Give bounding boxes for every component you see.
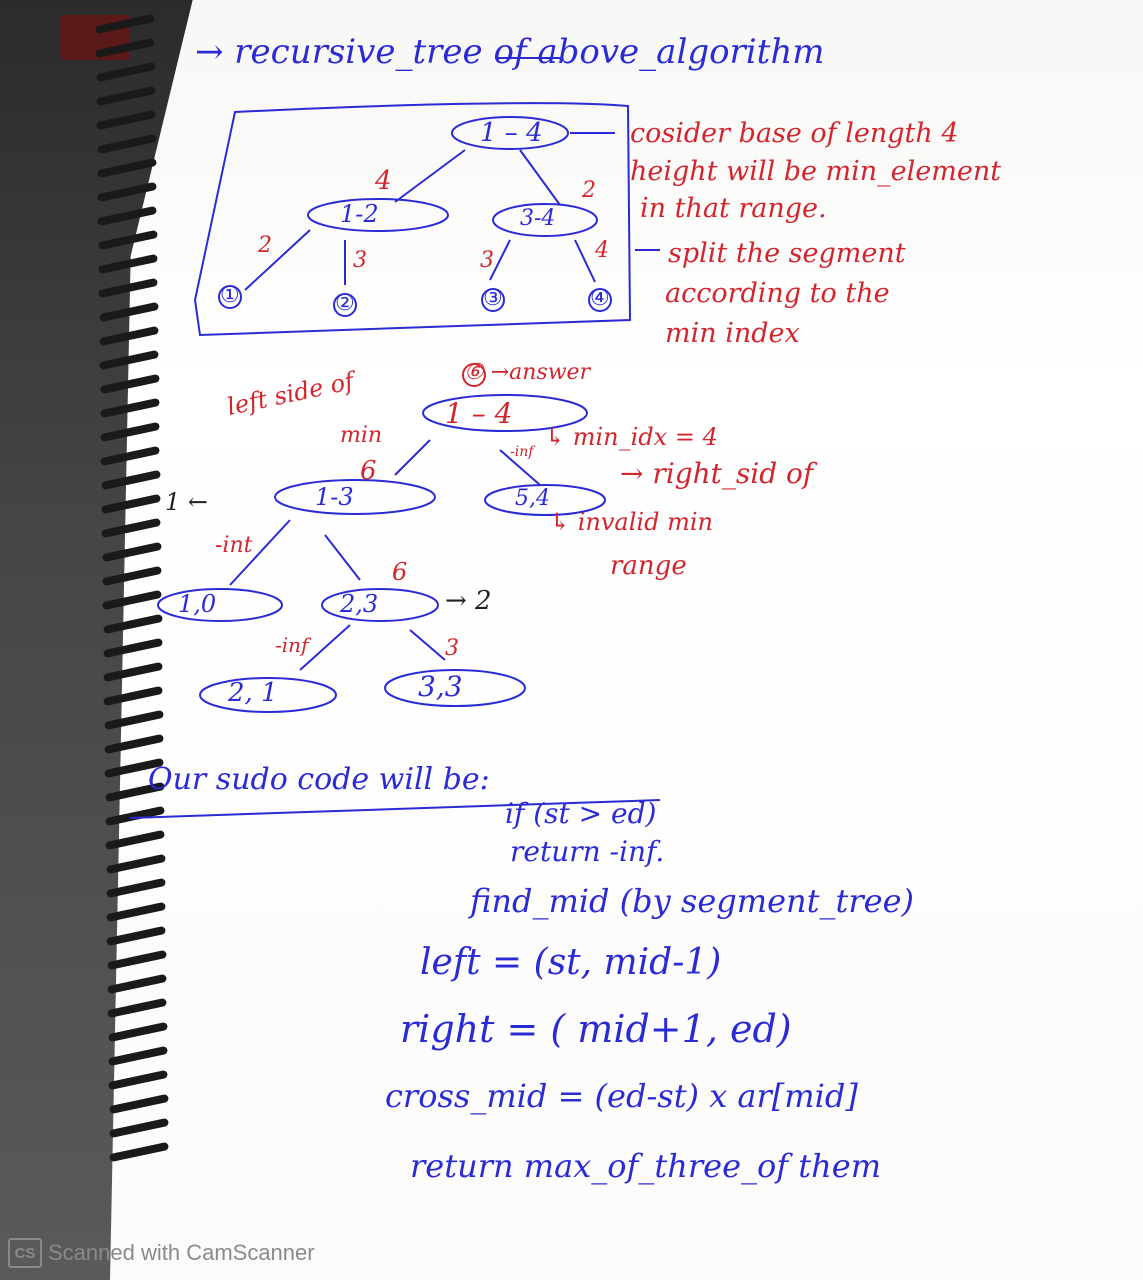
int-label: -int <box>215 533 253 558</box>
pseudo-line: find_mid (by segment_tree) <box>470 882 914 920</box>
tree1-right-oval <box>492 203 598 237</box>
tree2-left-val: 6 <box>360 456 377 486</box>
tree2-right-oval <box>484 484 606 516</box>
pseudo-line: left = (st, mid-1) <box>420 942 722 983</box>
camscanner-watermark: CS Scanned with CamScanner <box>8 1238 315 1268</box>
tree1-left: 1-2 <box>340 200 379 228</box>
tree2-edge <box>409 629 446 661</box>
tree2-node-33-oval <box>384 669 526 707</box>
tree2-node-23-oval <box>321 588 439 622</box>
tree1-leaf-2: ② <box>335 291 355 316</box>
tree2-node-10-oval <box>157 588 283 622</box>
inf-right-label: -inf <box>510 444 534 460</box>
tree1-note-line: height will be min_element <box>630 156 1002 187</box>
pseudo-line: return max_of_three_of them <box>410 1147 882 1185</box>
heading-underline <box>129 799 661 819</box>
tree1-leaf-circle <box>218 285 242 309</box>
min-idx-note: ↳ min_idx = 4 <box>545 423 718 451</box>
pseudo-line: right = ( mid+1, ed) <box>400 1007 792 1051</box>
pseudo-heading: Our sudo code will be: <box>148 762 490 797</box>
far-left-val: 1 ← <box>165 488 209 516</box>
tree1-root-oval <box>451 116 569 150</box>
tree1-edge <box>394 149 466 203</box>
inf-label-2: -inf <box>275 633 309 657</box>
tree1-leaf-4: ④ <box>590 286 610 311</box>
tree1-root: 1 – 4 <box>480 118 543 148</box>
tree2-root: 1 – 4 <box>445 397 513 430</box>
tree2-left: 1-3 <box>315 483 354 511</box>
tree2-node-21-oval <box>199 677 337 713</box>
notebook-page <box>110 0 1143 1280</box>
tree2-node-33-val: 3 <box>445 636 459 661</box>
tree2-node-23-out: → 2 <box>445 586 492 616</box>
pseudo-line: return -inf. <box>510 835 665 868</box>
tree1-note-line: in that range. <box>640 193 827 224</box>
tree2-edge <box>229 519 291 586</box>
tree1-frame <box>193 102 632 337</box>
watermark-text: Scanned with CamScanner <box>48 1240 315 1265</box>
tree1-edge-label: 3 <box>353 248 367 273</box>
tree1-note-line: min index <box>665 318 800 349</box>
tree2-node-10: 1,0 <box>178 590 217 618</box>
tree2-edge <box>499 449 541 486</box>
tree1-leaf-circle <box>481 288 505 312</box>
tree1-edge-label: 4 <box>595 238 609 263</box>
tree1-note-line: cosider base of length 4 <box>630 118 959 149</box>
pseudo-line: cross_mid = (ed-st) x ar[mid] <box>385 1077 858 1115</box>
tree1-note-line: according to the <box>665 278 890 309</box>
tree1-note-line: split the segment <box>668 238 906 269</box>
tree2-node-23-val: 6 <box>392 558 408 586</box>
tree2-node-33: 3,3 <box>418 670 463 703</box>
tree2-node-21: 2, 1 <box>228 678 278 708</box>
tree1-edge <box>489 239 511 281</box>
tree2-root-oval <box>422 394 588 432</box>
tree1-leaf-1: ① <box>220 283 240 308</box>
right-side-note: ↳ invalid min <box>550 508 713 536</box>
tree1-right: 3-4 <box>520 206 556 231</box>
pseudo-line: if (st > ed) <box>505 797 657 830</box>
tree1-edge-label: 2 <box>582 178 596 203</box>
page-title: → recursive_tree of above_algorithm <box>195 32 825 72</box>
tree2-right: 5,4 <box>515 486 550 511</box>
tree1-leaf-circle <box>333 293 357 317</box>
tree2-edge <box>299 624 351 671</box>
tree1-edge-label: 4 <box>375 166 392 196</box>
tree2-edge <box>394 439 431 476</box>
tree1-edge-label: 2 <box>258 233 272 258</box>
tree1-edge <box>244 229 311 291</box>
tree1-edge <box>574 239 596 283</box>
left-side-label-min: min <box>340 423 383 448</box>
tree1-left-oval <box>307 198 449 232</box>
answer-label: ⑥ →answer <box>464 360 591 385</box>
tree2-left-oval <box>274 479 436 515</box>
answer-circle <box>462 363 486 387</box>
tree2-node-23: 2,3 <box>340 590 379 618</box>
tree1-leaf-3: ③ <box>483 286 503 311</box>
right-side-note: range <box>610 551 687 581</box>
tree2-edge <box>324 534 361 581</box>
camscanner-logo-icon: CS <box>8 1238 42 1268</box>
right-side-note: → right_sid of <box>620 457 814 490</box>
tree1-leaf-circle <box>588 288 612 312</box>
tree1-edge <box>519 149 561 206</box>
tree1-edge-label: 3 <box>480 248 494 273</box>
